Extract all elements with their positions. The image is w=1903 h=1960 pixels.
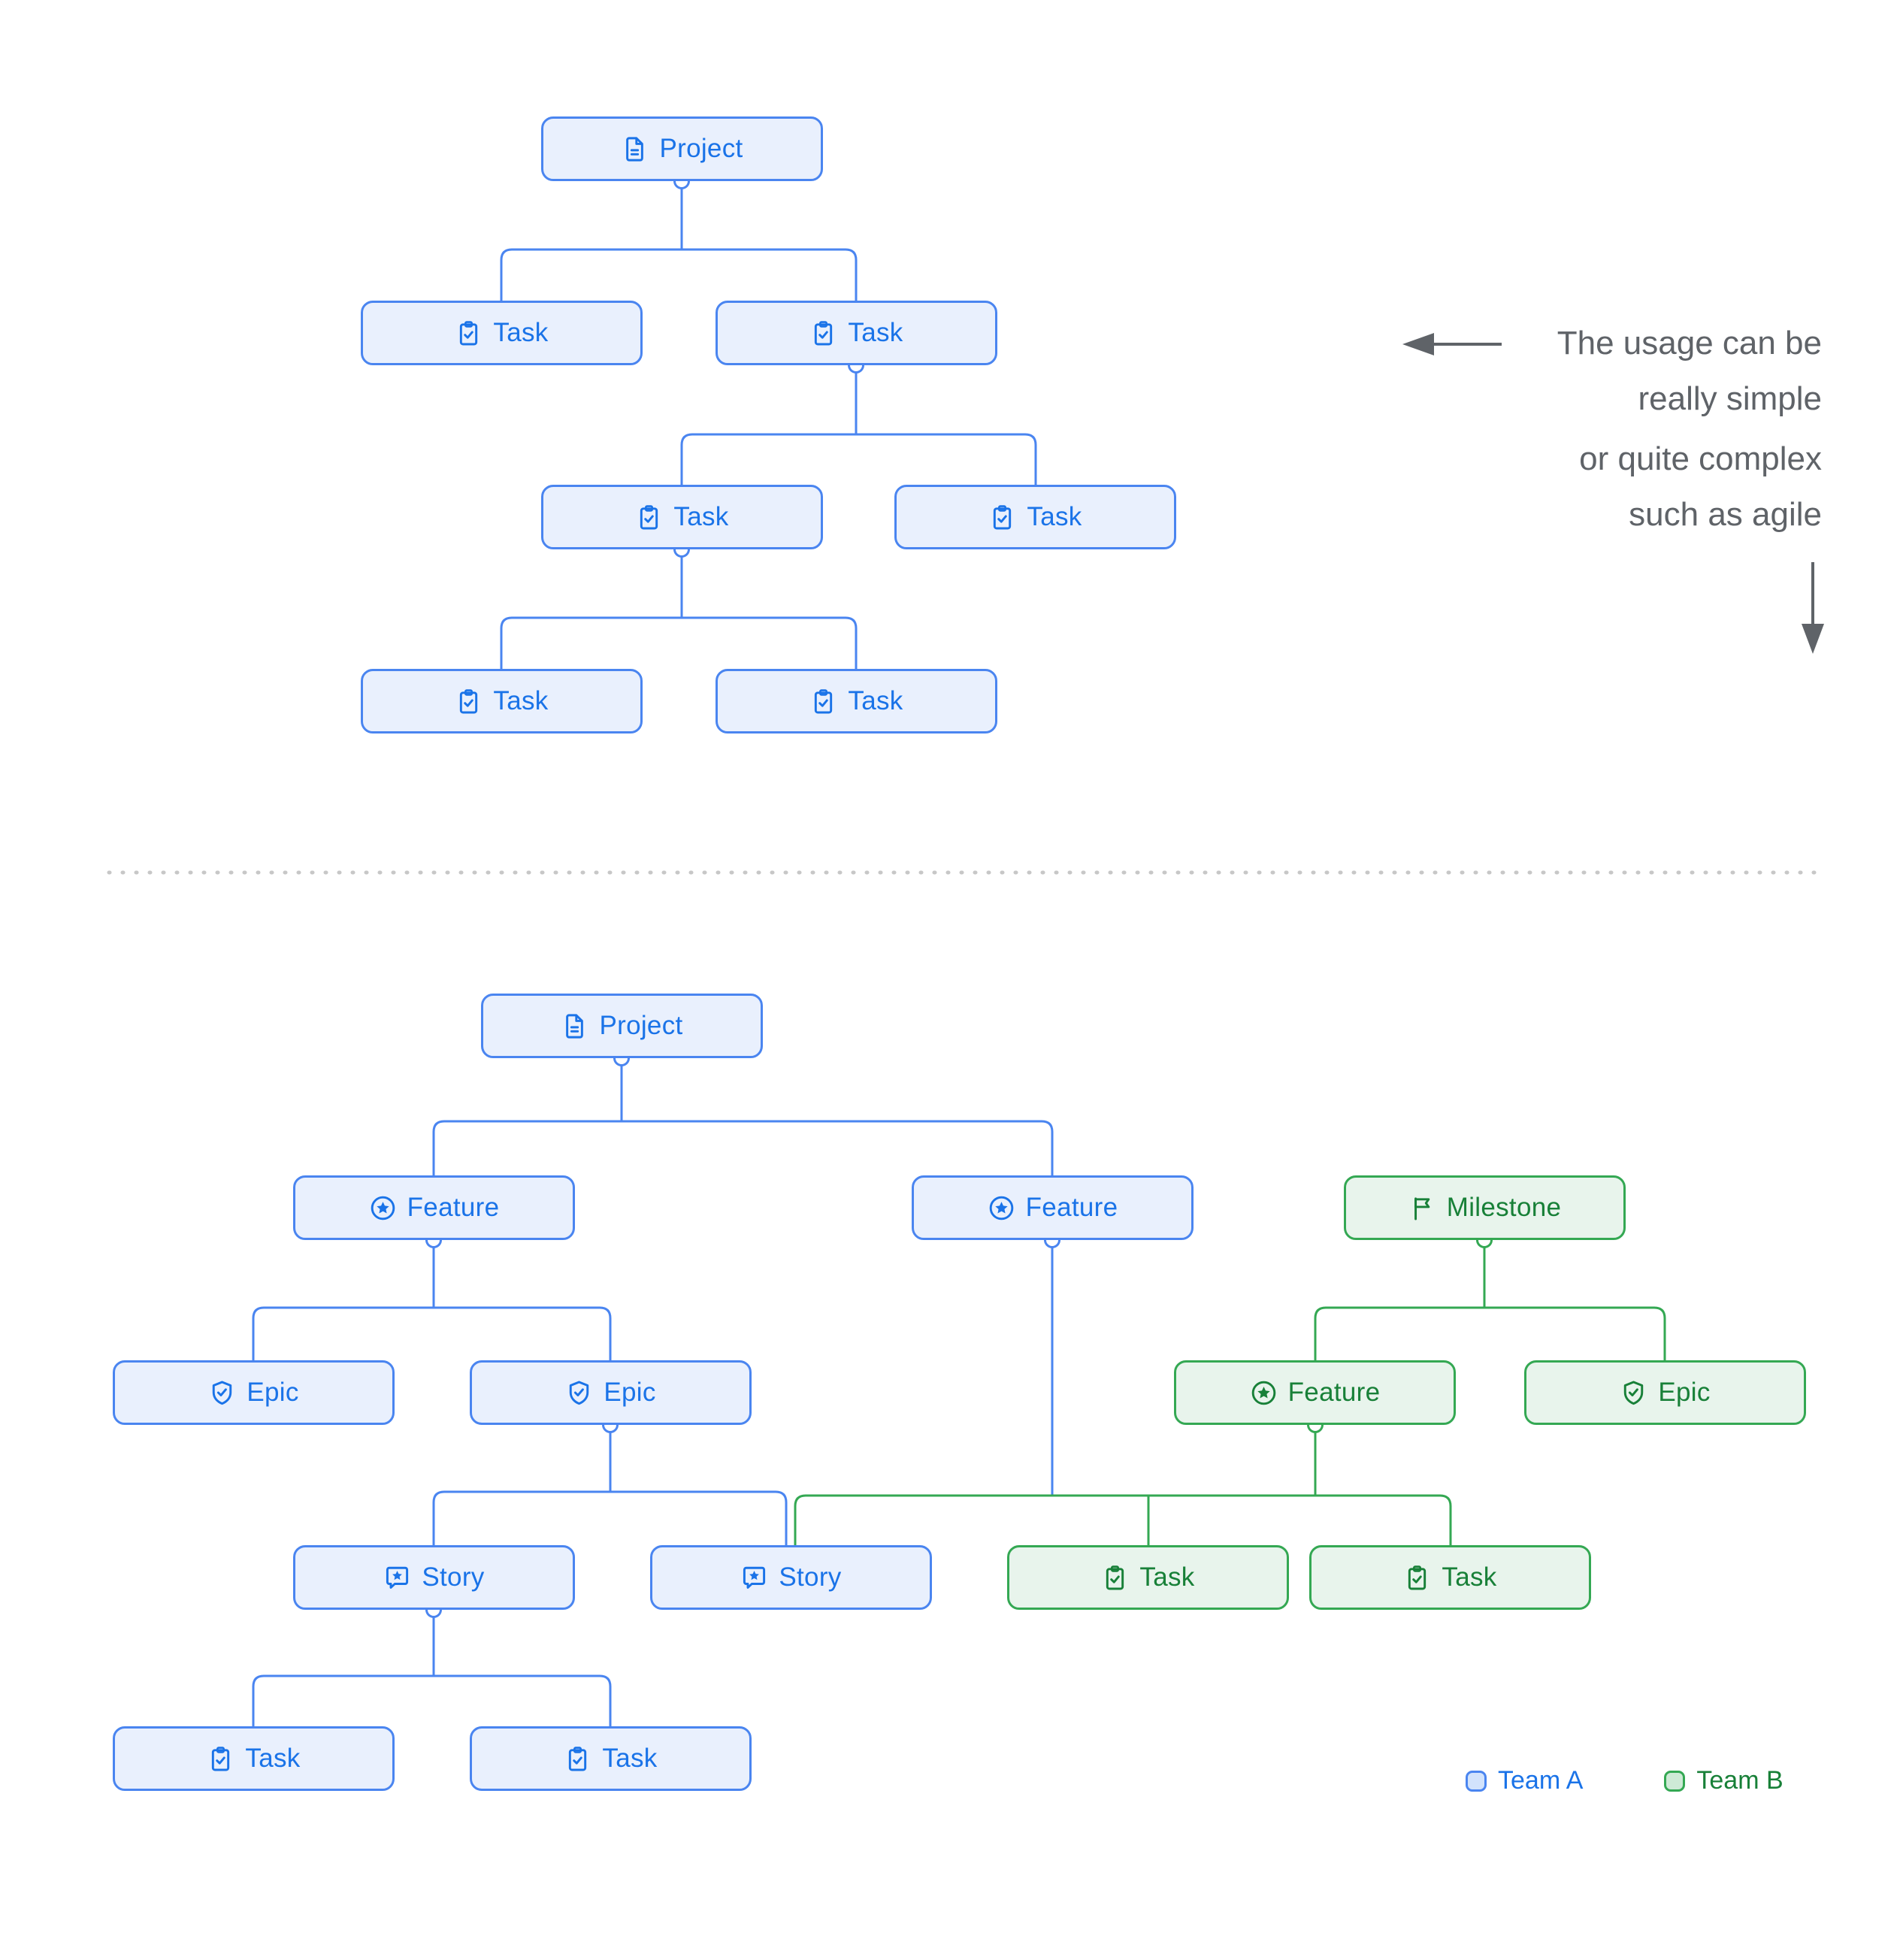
node-task-story-2[interactable]: Task [470,1726,752,1791]
node-label: Task [673,502,729,531]
node-label: Story [779,1562,842,1592]
task-icon [207,1745,234,1773]
task-icon [988,504,1016,531]
node-story-1[interactable]: Story [293,1545,575,1610]
task-icon [564,1745,591,1773]
node-feature-team-b[interactable]: Feature [1174,1360,1456,1425]
team-a-swatch-icon [1466,1770,1487,1792]
task-icon [455,688,483,715]
annotation-line: really simple [1638,380,1822,417]
edge-story1-to-tasks [252,1617,612,1726]
node-label: Story [422,1562,485,1592]
node-epic-2[interactable]: Epic [470,1360,752,1425]
task-icon [809,688,837,715]
node-task-story-1[interactable]: Task [113,1726,395,1791]
project-icon [621,135,649,163]
node-milestone[interactable]: Milestone [1344,1175,1626,1240]
team-b-swatch-icon [1664,1770,1686,1792]
feature-icon [988,1194,1015,1222]
edge-task2-to-children [680,372,1037,485]
node-task-l1-right[interactable]: Task [716,301,997,365]
node-label: Feature [1025,1193,1118,1222]
node-label: Feature [407,1193,500,1222]
node-label: Task [493,318,549,347]
task-icon [809,319,837,347]
node-label: Task [493,686,549,715]
team-a-label: Team A [1498,1766,1584,1795]
annotation-complex: or quite complex such as agile [1579,431,1822,543]
edge-feature1-to-epics [252,1247,612,1360]
task-icon [455,319,483,347]
annotation-line: or quite complex [1579,440,1822,477]
node-label: Project [659,134,743,163]
node-story-2[interactable]: Story [650,1545,932,1610]
epic-icon [1620,1379,1647,1407]
task-icon [1403,1564,1431,1592]
annotation-simple: The usage can be really simple [1557,316,1822,427]
node-label: Project [599,1011,683,1040]
node-task-l1-left[interactable]: Task [361,301,643,365]
story-icon [383,1564,411,1592]
edge-milestone-to-children [1314,1247,1666,1360]
task-icon [635,504,663,531]
team-b-label: Team B [1696,1766,1783,1795]
edge-project-to-tasks [500,188,858,301]
node-label: Task [602,1744,658,1773]
node-epic-1[interactable]: Epic [113,1360,395,1425]
node-task-l3-left[interactable]: Task [361,669,643,733]
node-label: Task [1442,1562,1497,1592]
left-arrow-icon [1402,333,1434,355]
edge-featureb-to-children [794,1432,1452,1545]
legend: Team A Team B [1466,1766,1783,1795]
node-task-l3-right[interactable]: Task [716,669,997,733]
node-label: Epic [604,1378,656,1407]
story-icon [740,1564,768,1592]
node-epic-team-b[interactable]: Epic [1524,1360,1806,1425]
node-task-team-b-2[interactable]: Task [1309,1545,1591,1610]
milestone-icon [1408,1194,1436,1222]
edge-project2-to-features [432,1065,1054,1175]
project-icon [561,1012,588,1040]
node-project-top[interactable]: Project [541,116,823,181]
annotation-line: The usage can be [1557,325,1822,361]
epic-icon [208,1379,236,1407]
edge-epic2-to-stories [432,1432,788,1545]
node-task-l2-right[interactable]: Task [894,485,1176,549]
node-label: Epic [1658,1378,1711,1407]
node-feature-2[interactable]: Feature [912,1175,1194,1240]
node-project-bottom[interactable]: Project [481,994,763,1058]
annotation-line: such as agile [1629,496,1822,533]
task-icon [1101,1564,1129,1592]
node-label: Task [1139,1562,1195,1592]
node-label: Feature [1287,1378,1381,1407]
node-feature-1[interactable]: Feature [293,1175,575,1240]
feature-icon [1250,1379,1278,1407]
node-task-l2-left[interactable]: Task [541,485,823,549]
node-label: Task [848,318,903,347]
edge-task2a-to-children [500,556,858,669]
epic-icon [565,1379,593,1407]
feature-icon [369,1194,397,1222]
node-label: Task [1027,502,1082,531]
node-label: Task [245,1744,301,1773]
node-task-team-b-1[interactable]: Task [1007,1545,1289,1610]
down-arrow-icon [1802,624,1824,654]
node-label: Epic [247,1378,299,1407]
node-label: Task [848,686,903,715]
node-label: Milestone [1446,1193,1562,1222]
